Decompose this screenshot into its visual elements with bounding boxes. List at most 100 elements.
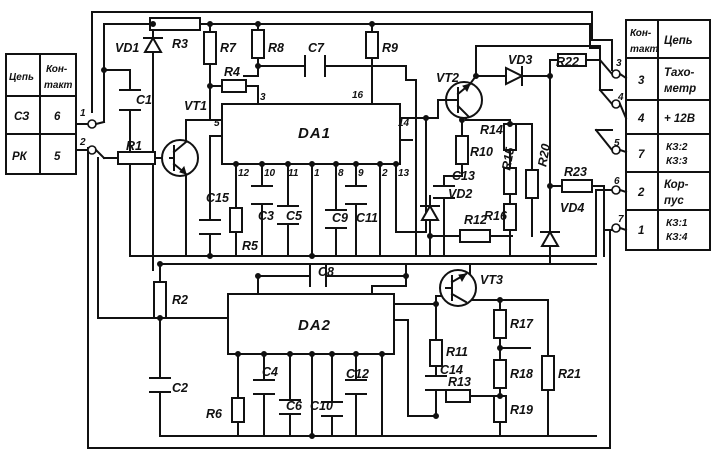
label-vt2: VT2: [436, 71, 459, 85]
right-table-contact-4: 2: [637, 187, 645, 199]
right-table-net-4-line1: Кор-: [664, 179, 689, 191]
label-vd3: VD3: [508, 53, 532, 67]
label-c9: C9: [332, 211, 348, 225]
diode-vd1-body: [143, 35, 163, 53]
wiring: [87, 11, 613, 449]
resistor-r6: [231, 397, 245, 423]
label-r12: R12: [464, 213, 487, 227]
left-table-net-2: РК: [12, 151, 28, 163]
resistors: [117, 17, 593, 423]
right-table-net-4-line2: пус: [664, 195, 684, 207]
resistor-r20: [525, 169, 539, 199]
label-r14: R14: [480, 123, 503, 137]
da1-pin-12: 12: [238, 168, 250, 179]
ic-label-da1: DA1: [298, 125, 331, 142]
label-r13: R13: [448, 375, 471, 389]
resistor-r3: [149, 17, 201, 31]
label-r16: R16: [484, 209, 508, 223]
resistor-r5: [229, 207, 243, 233]
left-table-header-contact-line2: такт: [44, 80, 73, 91]
right-terminal-label-5: 5: [614, 138, 620, 149]
right-table-header-contact-line2: такт: [630, 44, 659, 55]
resistor-r8: [251, 29, 265, 59]
right-table-net-3-line2: КЗ:3: [666, 156, 688, 167]
label-r22: R22: [556, 55, 579, 69]
resistor-r12: [459, 229, 491, 243]
label-vd1: VD1: [115, 41, 139, 55]
right-table-net-1-line1: Тахо-: [664, 67, 695, 79]
terminal-7-right: [611, 223, 621, 233]
label-c7: C7: [308, 41, 325, 55]
label-r3: R3: [172, 37, 188, 51]
resistor-r17: [493, 309, 507, 339]
right-table-contact-3: 7: [638, 149, 645, 161]
left-table-contact-1: 6: [54, 111, 61, 123]
label-r15: R15: [499, 145, 517, 171]
label-r4: R4: [224, 65, 240, 79]
da1-pin-9: 9: [358, 168, 364, 179]
da1-pin-1: 1: [314, 168, 320, 179]
diodes: [143, 35, 560, 247]
resistor-r1: [117, 151, 156, 165]
label-c15: C15: [206, 191, 230, 205]
resistor-r7: [203, 31, 217, 65]
da1-pin-labels: 3 5 16 14 12 10 11 1 8 9 2 13: [214, 90, 410, 179]
resistor-r15: [503, 167, 517, 195]
diode-vd2-body: [420, 203, 440, 221]
resistor-r16: [503, 203, 517, 231]
label-c3: C3: [258, 209, 274, 223]
da1-pin-8: 8: [338, 168, 344, 179]
transistor-vt3: [439, 269, 477, 307]
label-r20: R20: [535, 143, 553, 168]
label-vd4: VD4: [560, 201, 584, 215]
label-c12: C12: [346, 367, 369, 381]
resistor-r18: [493, 359, 507, 389]
transistor-vt1: [161, 139, 199, 177]
da1-pin-5: 5: [214, 118, 220, 129]
right-table-net-2: + 12В: [664, 113, 695, 125]
label-vt3: VT3: [480, 273, 503, 287]
diode-vd3-body: [505, 66, 525, 86]
label-c5: C5: [286, 209, 303, 223]
right-table-contact-1: 3: [638, 75, 645, 87]
left-table-net-1: СЗ: [14, 111, 30, 123]
junction-dots: [101, 21, 553, 439]
left-table-header-net: Цепь: [9, 72, 34, 83]
left-table-header-contact-line1: Кон-: [46, 64, 68, 75]
left-terminal-label-1: 1: [80, 108, 86, 119]
terminal-6-right: [611, 185, 621, 195]
label-r2: R2: [172, 293, 188, 307]
right-terminal-label-7: 7: [618, 214, 624, 225]
right-table-contact-5: 1: [638, 225, 644, 237]
label-r21: R21: [558, 367, 581, 381]
label-r11: R11: [446, 345, 468, 359]
left-connector-table: Цепь Кон- такт СЗ 6 РК 5: [5, 53, 89, 175]
label-c4: C4: [262, 365, 278, 379]
label-c10: C10: [310, 399, 333, 413]
right-table-net-5-line1: КЗ:1: [666, 218, 688, 229]
da1-pin-3: 3: [260, 92, 266, 103]
terminal-1-left: [87, 119, 97, 129]
label-c6: C6: [286, 399, 303, 413]
resistor-r2: [153, 281, 167, 319]
right-connector-table: Кон- такт Цепь 3 Тахо- метр 4 + 12В 7 КЗ…: [625, 19, 711, 251]
label-r23: R23: [564, 165, 587, 179]
right-terminals: 3 4 5 6 7: [594, 58, 628, 233]
label-c8: C8: [318, 265, 334, 279]
da1-pin-11: 11: [288, 168, 299, 179]
label-c1: C1: [136, 93, 152, 107]
right-table-header-net: Цепь: [664, 35, 693, 47]
label-r6: R6: [206, 407, 223, 421]
right-table-contact-2: 4: [637, 113, 645, 125]
left-terminal-label-2: 2: [79, 137, 86, 148]
resistor-r23: [561, 179, 593, 193]
resistor-r19: [493, 395, 507, 423]
resistor-r21: [541, 355, 555, 391]
da1-pin-2: 2: [381, 168, 388, 179]
resistor-r13: [445, 389, 471, 403]
resistor-r22: [557, 53, 587, 67]
ic-label-da2: DA2: [298, 317, 331, 334]
right-terminal-label-4: 4: [617, 92, 624, 103]
transistors: [161, 74, 483, 307]
